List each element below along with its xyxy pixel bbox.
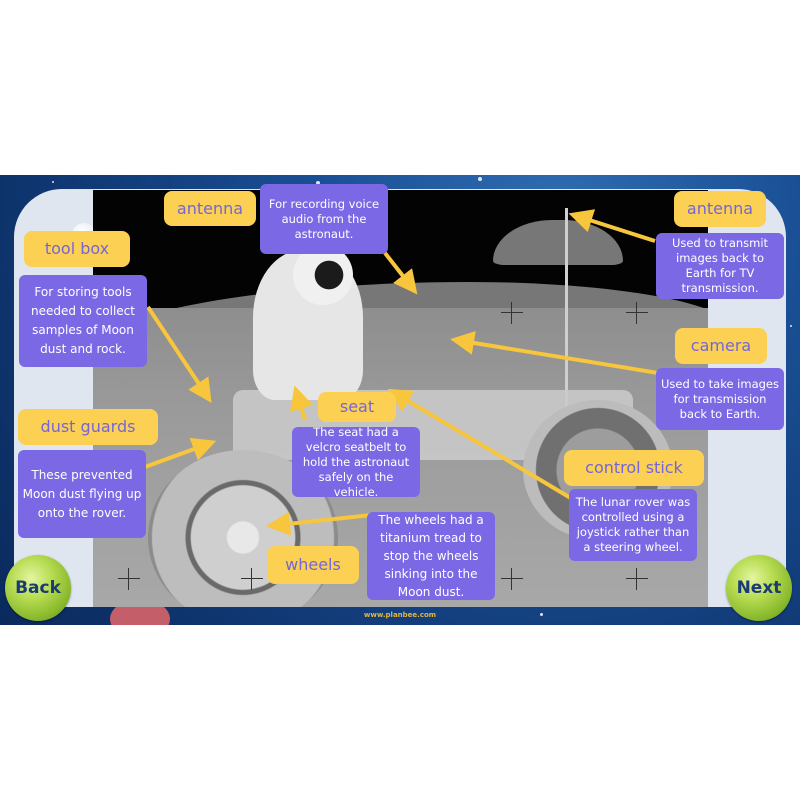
next-button[interactable]: Next <box>726 555 792 621</box>
star-decoration <box>52 181 54 183</box>
desc-tool-box: For storing tools needed to collect samp… <box>19 275 147 367</box>
star-decoration <box>478 177 482 181</box>
star-decoration <box>316 181 320 185</box>
desc-camera: Used to take images for transmission bac… <box>656 368 784 430</box>
desc-control-stick: The lunar rover was controlled using a j… <box>569 489 697 561</box>
reticle-mark <box>501 568 523 590</box>
desc-wheels: The wheels had a titanium tread to stop … <box>367 512 495 600</box>
slide: antenna For recording voice audio from t… <box>0 175 800 625</box>
desc-antenna-left: For recording voice audio from the astro… <box>260 184 388 254</box>
reticle-mark <box>626 568 648 590</box>
antenna-pole <box>565 208 568 438</box>
label-dust-guards: dust guards <box>18 409 158 445</box>
star-decoration <box>540 613 543 616</box>
reticle-mark <box>501 302 523 324</box>
reticle-mark <box>118 568 140 590</box>
back-button[interactable]: Back <box>5 555 71 621</box>
star-decoration <box>790 325 792 327</box>
desc-antenna-right: Used to transmit images back to Earth fo… <box>656 233 784 299</box>
footer-website: www.planbee.com <box>363 611 437 619</box>
desc-dust-guards: These prevented Moon dust flying up onto… <box>18 450 146 538</box>
reticle-mark <box>241 568 263 590</box>
label-tool-box: tool box <box>24 231 130 267</box>
label-wheels: wheels <box>267 546 359 584</box>
astronaut-helmet <box>293 245 353 305</box>
desc-seat: The seat had a velcro seatbelt to hold t… <box>292 425 420 499</box>
label-control-stick: control stick <box>564 450 704 486</box>
label-camera: camera <box>675 328 767 364</box>
label-antenna-left: antenna <box>164 191 256 226</box>
label-seat: seat <box>318 392 396 422</box>
reticle-mark <box>626 302 648 324</box>
label-antenna-right: antenna <box>674 191 766 227</box>
